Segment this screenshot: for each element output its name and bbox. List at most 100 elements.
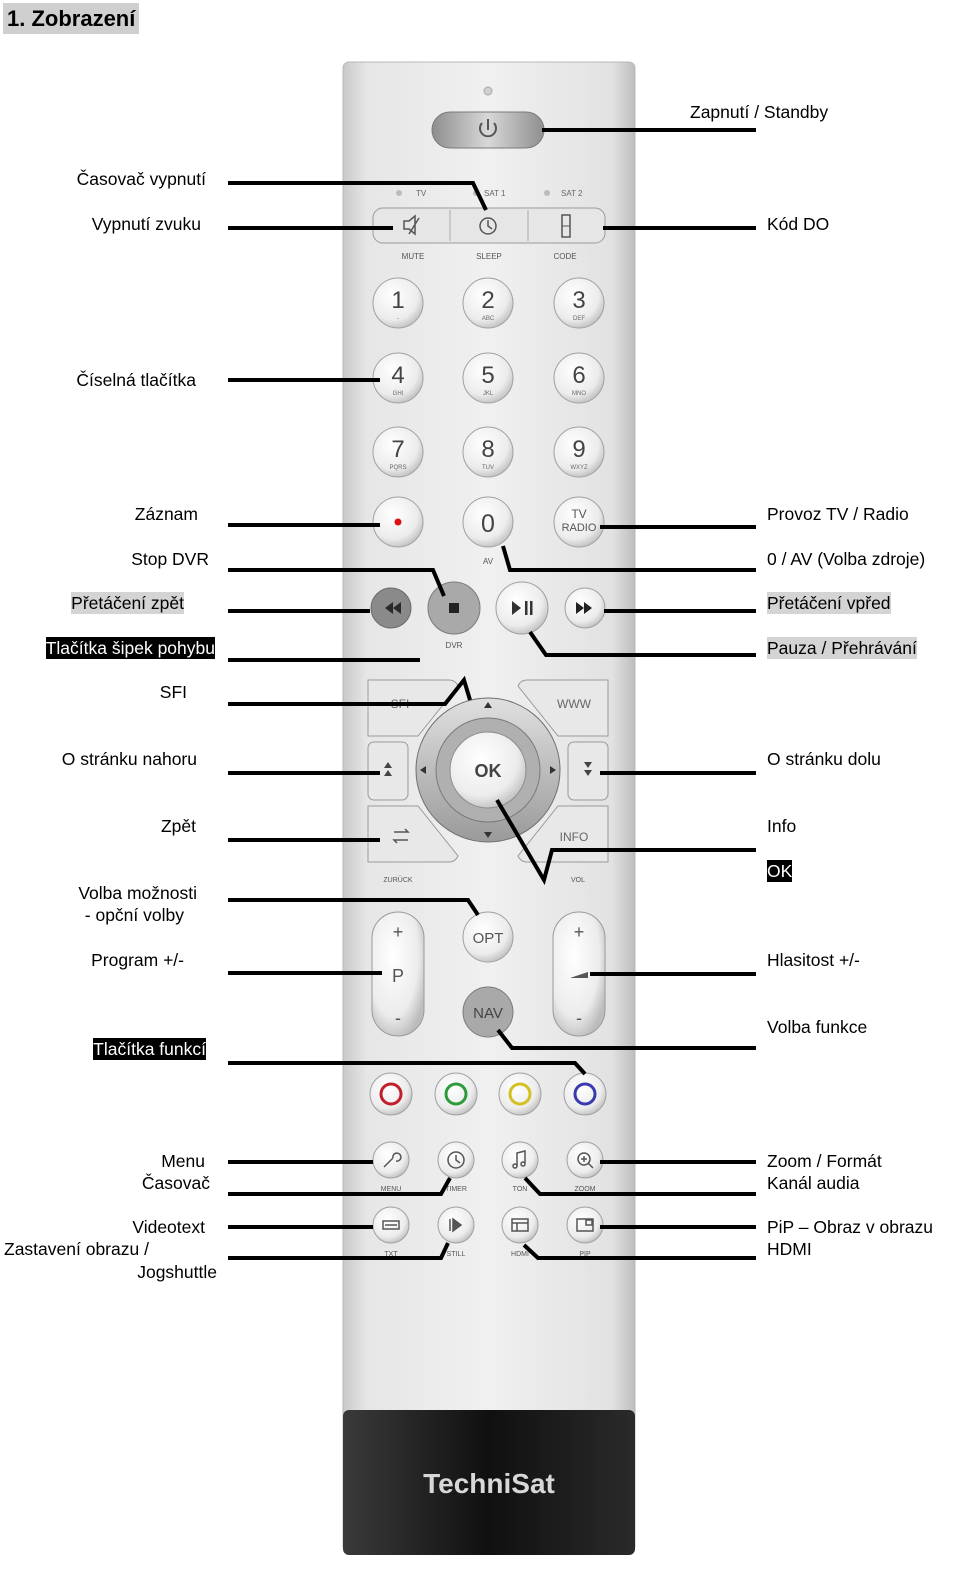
- digit-label: 4: [391, 362, 404, 389]
- svg-text:SLEEP: SLEEP: [476, 252, 502, 261]
- color-button[interactable]: [434, 1072, 478, 1116]
- button-caption: ZOOM: [575, 1186, 596, 1193]
- teletext-button[interactable]: TXT: [372, 1206, 410, 1258]
- leader-line: [528, 630, 756, 657]
- music-note-button[interactable]: TON: [501, 1141, 539, 1193]
- sfi-button[interactable]: [367, 679, 459, 737]
- page-up-icon: [384, 762, 392, 776]
- label-function-buttons: Tlačítka funkcí: [93, 1038, 206, 1060]
- button-caption: PIP: [579, 1251, 591, 1258]
- opt-button[interactable]: OPT: [462, 911, 514, 963]
- led-indicator: [483, 86, 493, 96]
- leader-line: [228, 181, 488, 211]
- label-page-up: O stránku nahoru: [61, 749, 197, 769]
- hdmi-button[interactable]: HDMI: [501, 1206, 539, 1258]
- digit-sublabel: JKL: [483, 391, 494, 397]
- wrench-button[interactable]: MENU: [372, 1141, 410, 1193]
- svg-text:OK: OK: [475, 761, 502, 781]
- label-tv-radio: Provoz TV / Radio: [767, 504, 909, 524]
- pip-button[interactable]: PIP: [566, 1206, 604, 1258]
- play-pause-button[interactable]: [495, 581, 549, 635]
- label-fast-forward: Přetáčení vpřed: [767, 592, 891, 614]
- remote-brand-panel: [343, 1410, 635, 1555]
- leader-line: [228, 1061, 587, 1076]
- label-hdmi: HDMI: [767, 1239, 812, 1259]
- digit-sublabel: -: [397, 316, 399, 322]
- fast-forward-button[interactable]: [564, 587, 606, 629]
- label-numeric: Číselná tlačítka: [76, 370, 196, 390]
- digit-button[interactable]: 1-: [372, 277, 424, 329]
- digit-sublabel: WXYZ: [570, 465, 588, 471]
- nav-cluster: SFI WWW INFO ZURÜCK VOL OK: [367, 679, 609, 884]
- volume-icon: [570, 972, 588, 978]
- label-still-1: Zastavení obrazu /: [4, 1239, 149, 1259]
- leader-line: [228, 1177, 452, 1196]
- zero-button[interactable]: 0: [462, 496, 514, 548]
- digit-label: 1: [391, 287, 404, 314]
- label-code: Kód DO: [767, 214, 830, 234]
- still-button[interactable]: STILL: [437, 1206, 475, 1258]
- music-note-icon: [512, 1150, 526, 1169]
- record-icon: [394, 518, 402, 526]
- leader-line: [228, 898, 480, 917]
- label-info: Info: [767, 816, 797, 836]
- label-program: Program +/-: [91, 950, 184, 970]
- play-pause-icon: [512, 601, 521, 615]
- power-button[interactable]: [431, 111, 545, 149]
- label-audio: Kanál audia: [767, 1173, 860, 1193]
- color-button[interactable]: [563, 1072, 607, 1116]
- stop-button[interactable]: [427, 581, 481, 635]
- label-mute: Vypnutí zvuku: [91, 214, 201, 234]
- code-button[interactable]: [561, 214, 571, 238]
- digit-sublabel: GHI: [393, 391, 404, 397]
- still-icon: [449, 1217, 463, 1233]
- record-button[interactable]: [372, 496, 424, 548]
- label-power: Zapnutí / Standby: [690, 102, 829, 122]
- tv-radio-button[interactable]: TV RADIO: [553, 496, 605, 548]
- label-arrow-buttons: Tlačítka šipek pohybu: [45, 637, 215, 659]
- color-button[interactable]: [498, 1072, 542, 1116]
- zoom-icon: [577, 1152, 594, 1169]
- rewind-button[interactable]: [370, 587, 412, 629]
- clock-button[interactable]: TIMER: [437, 1141, 475, 1193]
- arrow-left-icon: [420, 766, 426, 774]
- label-zoom: Zoom / Formát: [767, 1151, 882, 1171]
- back-button[interactable]: [367, 805, 459, 863]
- leader-line: [496, 1028, 756, 1050]
- label-volume: Hlasitost +/-: [767, 950, 860, 970]
- svg-text:CODE: CODE: [553, 252, 576, 261]
- brand-logo: TechniSat: [423, 1468, 555, 1499]
- label-record: Záznam: [134, 504, 198, 524]
- label-play-pause: Pauza / Přehrávání: [767, 637, 917, 659]
- www-button[interactable]: [517, 679, 609, 737]
- source-indicators: TV SAT 1 SAT 2: [396, 189, 583, 198]
- svg-text:TV: TV: [571, 507, 586, 521]
- svg-text:VOL: VOL: [571, 877, 585, 884]
- label-sleep-timer: Časovač vypnutí: [76, 169, 206, 189]
- mute-button[interactable]: [403, 214, 420, 236]
- button-caption: STILL: [447, 1251, 466, 1258]
- label-videotext: Videotext: [132, 1217, 205, 1237]
- button-caption: HDMI: [511, 1251, 529, 1258]
- label-ok: OK: [767, 860, 793, 882]
- label-timer: Časovač: [141, 1173, 210, 1193]
- rewind-icon: [385, 602, 401, 614]
- function-row-1: MENU TIMER TON ZOOM: [372, 1141, 604, 1193]
- ok-button[interactable]: OK: [449, 731, 527, 809]
- color-button[interactable]: [369, 1072, 413, 1116]
- sleep-button[interactable]: [479, 217, 497, 235]
- svg-text:DVR: DVR: [446, 641, 463, 650]
- nav-button[interactable]: NAV: [462, 986, 514, 1038]
- digit-sublabel: DEF: [573, 316, 585, 322]
- sleep-icon: [479, 217, 497, 235]
- power-icon: [479, 119, 497, 138]
